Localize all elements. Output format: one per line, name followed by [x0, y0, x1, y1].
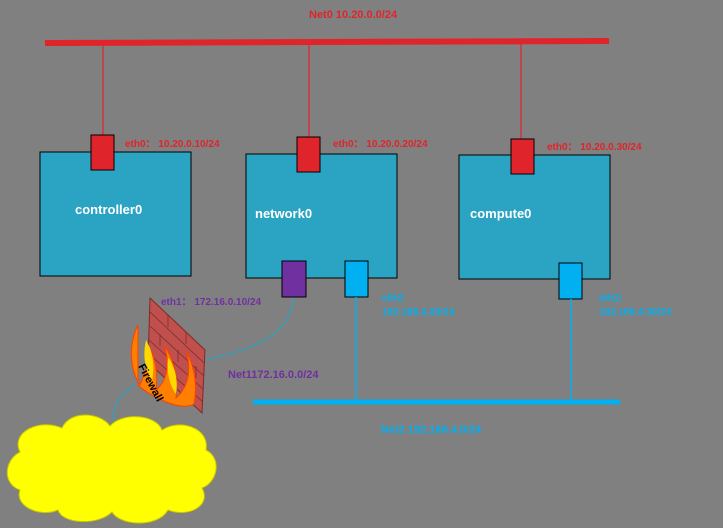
controller-eth0-label: eth0： 10.20.0.10/24	[125, 139, 220, 150]
net1-label: Net1172.16.0.0/24	[228, 369, 319, 381]
network-eth1-label: eth1： 172.16.0.10/24	[161, 297, 262, 308]
controller0-host	[39, 151, 192, 277]
compute-eth0-port	[510, 138, 535, 175]
compute-eth2-label-line2: 192.168.4.30/24	[599, 307, 672, 318]
network-eth2-port	[344, 260, 369, 298]
net0-bus	[44, 38, 610, 46]
network0-name: network0	[255, 206, 313, 221]
compute-eth2-label-line1: eth2:	[599, 293, 623, 304]
net0-label: Net0 10.20.0.0/24	[309, 9, 398, 21]
network-eth1-port	[281, 260, 307, 298]
net2-label: Net2 192.168.4.0/24	[381, 424, 482, 436]
controller0-name: controller0	[75, 202, 143, 217]
network-eth0-label: eth0： 10.20.0.20/24	[333, 139, 428, 150]
network0-host	[245, 153, 398, 279]
internet-cloud-icon	[6, 414, 217, 524]
compute-eth0-label: eth0： 10.20.0.30/24	[547, 142, 642, 153]
net1-link	[201, 297, 294, 361]
compute-eth2-port	[558, 262, 583, 300]
controller-eth0-port	[90, 134, 115, 171]
network-eth2-label-line1: eth2:	[382, 293, 406, 304]
network-eth0-port	[296, 136, 321, 173]
compute0-name: compute0	[470, 206, 532, 221]
firewall-cloud-link	[113, 384, 136, 423]
firewall-icon	[130, 296, 206, 415]
compute0-host	[458, 154, 611, 280]
network-eth2-label-line2: 192.168.4.20/24	[382, 307, 455, 318]
